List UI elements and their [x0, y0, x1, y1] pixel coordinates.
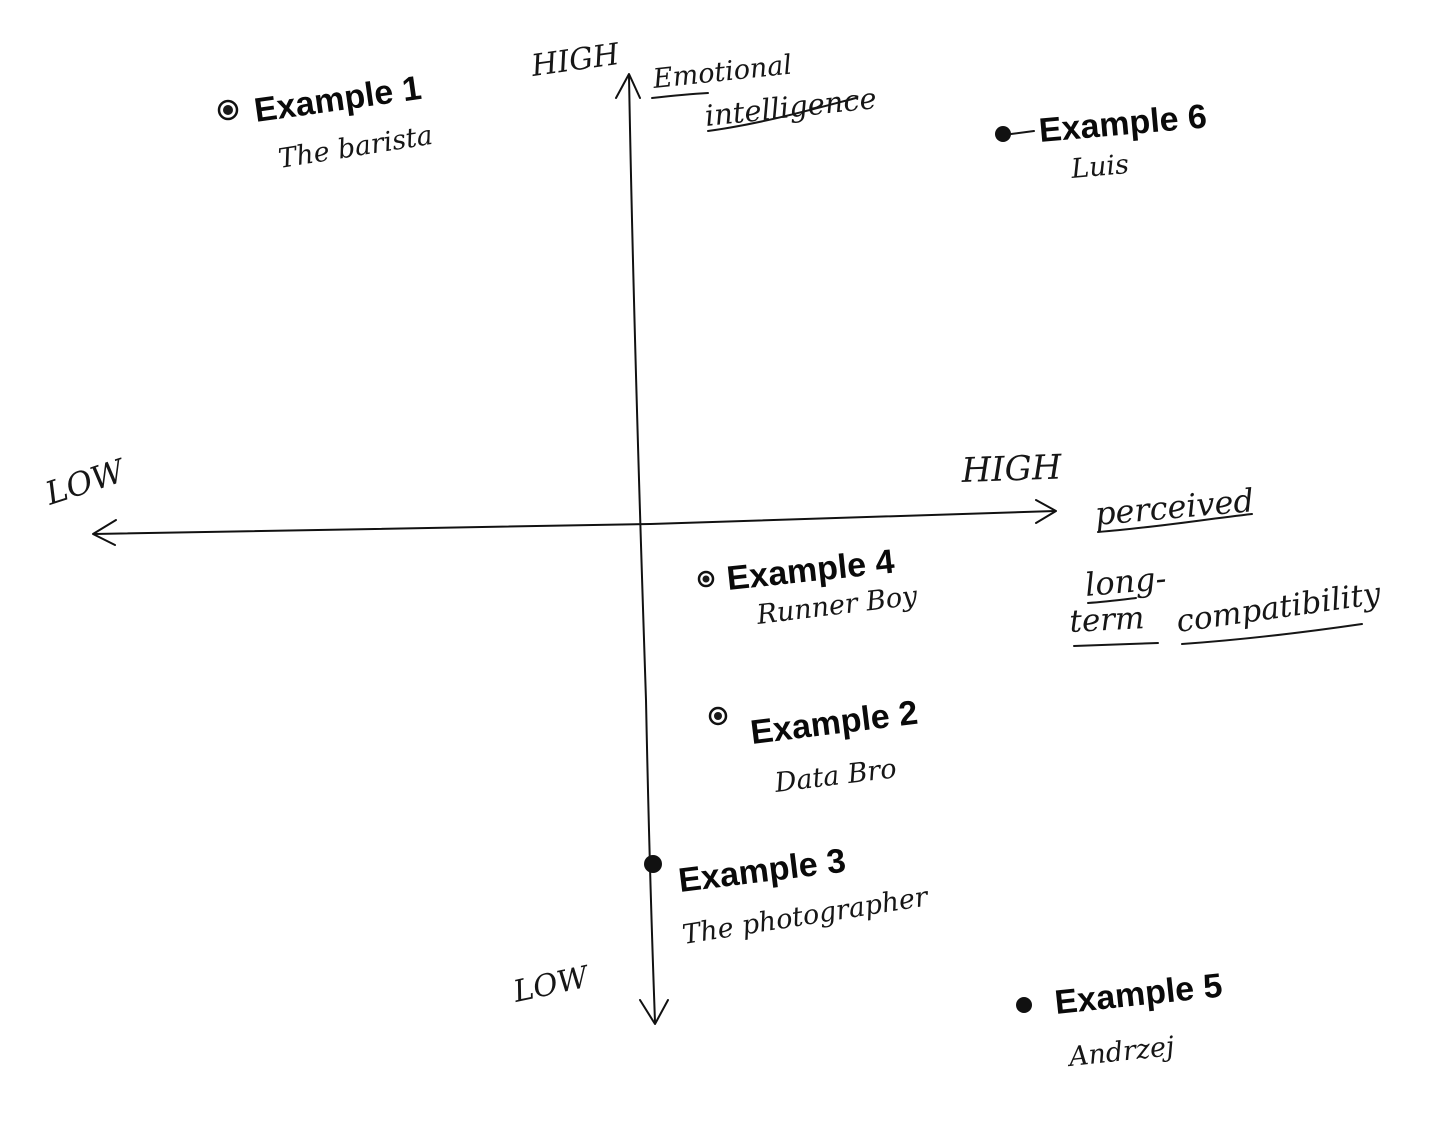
example-2-marker-center — [714, 712, 722, 720]
example-2-point: Example 2 Data Bro — [708, 694, 920, 799]
y-axis-arrow-up — [615, 73, 641, 99]
x-axis-line — [93, 510, 1056, 535]
x-axis-arrow-left — [92, 519, 117, 546]
y-axis-arrow-down — [639, 999, 669, 1025]
example-5-name: Andrzej — [1065, 1031, 1176, 1073]
example-3-label: Example 3 — [676, 842, 848, 900]
example-1-name: The barista — [276, 120, 435, 175]
x-axis-title-underline-3 — [1073, 642, 1159, 647]
example-5-marker — [1016, 997, 1032, 1013]
example-5-label: Example 5 — [1053, 967, 1224, 1022]
example-1-label: Example 1 — [252, 69, 424, 130]
example-3-point: Example 3 The photographer — [644, 842, 932, 951]
x-axis-title-line2: long- — [1083, 559, 1167, 604]
y-axis-low-label: LOW — [509, 959, 593, 1010]
example-6-marker — [995, 126, 1011, 142]
y-axis-title-underline-1 — [651, 92, 709, 99]
example-1-marker-center — [223, 105, 233, 115]
example-4-point: Example 4 Runner Boy — [697, 543, 920, 631]
example-5-point: Example 5 Andrzej — [1016, 967, 1224, 1073]
example-3-marker — [644, 855, 662, 873]
example-2-label: Example 2 — [748, 694, 920, 752]
example-2-name: Data Bro — [772, 753, 898, 799]
example-1-point: Example 1 The barista — [217, 69, 435, 175]
y-axis-high-label: HIGH — [528, 37, 622, 84]
x-axis-title-line3: term — [1069, 600, 1146, 640]
example-6-name: Luis — [1069, 149, 1130, 185]
example-6-label: Example 6 — [1037, 97, 1208, 150]
example-6-point: Example 6 Luis — [995, 97, 1208, 185]
y-axis-line — [628, 75, 656, 1023]
example-4-marker-center — [702, 575, 710, 583]
x-axis-low-label: LOW — [40, 451, 132, 513]
y-axis-title-line1: Emotional — [650, 50, 793, 96]
x-axis-title-underline-4 — [1181, 623, 1363, 645]
x-axis-title-line1: perceived — [1093, 481, 1255, 533]
y-axis-title-line2: intelligence — [703, 81, 878, 133]
x-axis-arrow-right — [1035, 499, 1057, 524]
y-axis-title-underline-2 — [707, 97, 857, 132]
x-axis-title-underline-1 — [1097, 513, 1253, 533]
x-axis-title-line4: compatibility — [1174, 576, 1383, 640]
x-axis-high-label: HIGH — [960, 447, 1064, 491]
example-6-connector — [1010, 130, 1035, 135]
x-axis-title-underline-2 — [1087, 597, 1137, 604]
